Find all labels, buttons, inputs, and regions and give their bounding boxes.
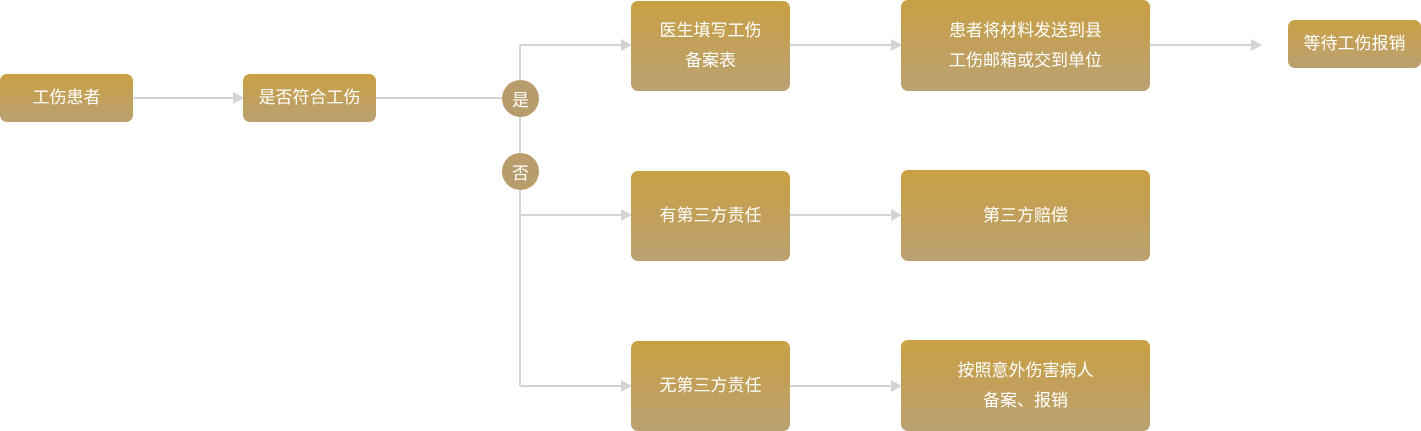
decision-label: 否	[512, 164, 529, 184]
node-is-work-injury: 是否符合工伤	[243, 74, 376, 122]
node-label-line2: 工伤邮箱或交到单位	[949, 50, 1102, 71]
decision-yes: 是	[502, 80, 539, 117]
arrowhead-accident	[891, 380, 902, 392]
node-label: 工伤患者	[32, 88, 101, 108]
arrowhead-third-party-comp	[891, 209, 902, 221]
node-label-line2: 备案、报销	[983, 390, 1068, 411]
node-label: 等待工伤报销	[1303, 34, 1406, 54]
node-third-party-liability: 有第三方责任	[631, 171, 790, 261]
node-label-line1: 按照意外伤害病人	[957, 360, 1094, 381]
node-label-line1: 医生填写工伤	[659, 21, 762, 41]
arrowhead-doctor	[621, 39, 632, 51]
node-injured-patient: 工伤患者	[0, 74, 133, 122]
node-label: 无第三方责任	[659, 376, 762, 396]
node-accident-patient-filing: 按照意外伤害病人 备案、报销	[901, 340, 1150, 431]
node-await-reimbursement: 等待工伤报销	[1288, 20, 1421, 68]
node-label: 是否符合工伤	[258, 88, 361, 108]
arrowhead-third-party	[621, 209, 632, 221]
node-submit-materials: 患者将材料发送到县 工伤邮箱或交到单位	[901, 0, 1150, 91]
decision-no: 否	[502, 153, 539, 190]
arrowhead-check	[233, 92, 244, 104]
node-label-line1: 患者将材料发送到县	[949, 20, 1102, 41]
node-doctor-fill-form: 医生填写工伤 备案表	[631, 1, 790, 91]
node-label: 第三方赔偿	[983, 205, 1068, 226]
node-third-party-compensation: 第三方赔偿	[901, 170, 1150, 261]
node-label: 有第三方责任	[659, 206, 762, 226]
arrowhead-wait	[1251, 39, 1262, 51]
node-label-line2: 备案表	[685, 51, 736, 71]
node-no-third-party-liability: 无第三方责任	[631, 341, 790, 431]
arrowhead-submit	[891, 39, 902, 51]
decision-label: 是	[512, 91, 529, 111]
arrowhead-no-third-party	[621, 380, 632, 392]
